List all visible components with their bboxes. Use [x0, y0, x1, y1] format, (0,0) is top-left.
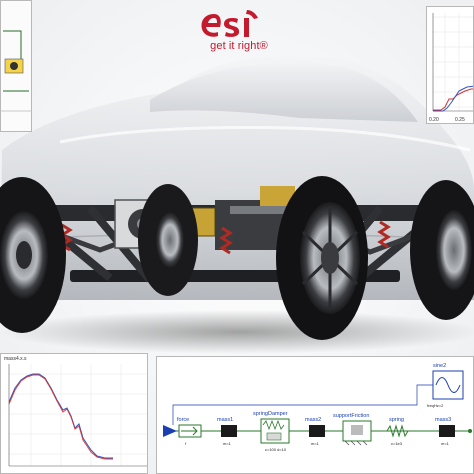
- esi-logo: [201, 10, 258, 37]
- spring-block: [386, 424, 409, 438]
- mass3-block: [439, 425, 455, 437]
- mass2-label: mass2: [305, 417, 322, 423]
- mass1-label: mass1: [217, 417, 234, 423]
- wheel-front-left: [0, 177, 66, 333]
- spring-damper-block: [260, 418, 290, 444]
- mass2-block: [309, 425, 325, 437]
- spring-damper-param: c=100 d=10: [265, 447, 287, 452]
- car-roof-glass: [150, 62, 418, 122]
- panel-top-left: [0, 0, 32, 132]
- chart-bottom-left: mass4.x.s: [0, 353, 148, 474]
- wheel-rear-left: [138, 184, 198, 296]
- chart-top-right: 0.20 0.25: [426, 6, 474, 124]
- mass1-block: [221, 425, 237, 437]
- mini-schematic: [1, 1, 31, 131]
- brand-tagline: get it right®: [210, 40, 268, 52]
- series-red: [8, 374, 113, 460]
- force-label: force: [177, 417, 190, 423]
- mass3-label: mass3: [435, 417, 452, 423]
- mass1-param: m=1: [223, 441, 231, 446]
- series-blue: [8, 373, 113, 459]
- support-friction-label: supportFriction: [333, 413, 370, 419]
- diagram-canvas: [157, 357, 473, 473]
- wheel-front-right: [276, 176, 368, 340]
- series-blue: [433, 85, 473, 112]
- x-tick-label: 0.20: [429, 117, 439, 123]
- x-tick-label: 0.25: [455, 117, 465, 123]
- plot-area: [8, 364, 147, 467]
- force-param: f: [185, 441, 187, 446]
- sine-source-block: [432, 370, 464, 400]
- spring-param: c=1e3: [391, 441, 403, 446]
- mass2-param: m=1: [311, 441, 319, 446]
- chart-title: mass4.x.s: [4, 356, 27, 362]
- spring-label: spring: [389, 417, 404, 423]
- spring-damper-label: springDamper: [253, 411, 288, 417]
- wheel-rear-right: [410, 180, 474, 320]
- sine-source-param: freqHz=2: [427, 403, 444, 408]
- force-block: [163, 424, 202, 438]
- sine-source-label: sine2: [433, 363, 447, 369]
- support-friction-block: [342, 420, 372, 446]
- block-diagram: sine2 freqHz=2 force f mass1 m=1 springD…: [156, 356, 474, 474]
- mass3-param: m=1: [441, 441, 449, 446]
- plot-area: [432, 13, 473, 112]
